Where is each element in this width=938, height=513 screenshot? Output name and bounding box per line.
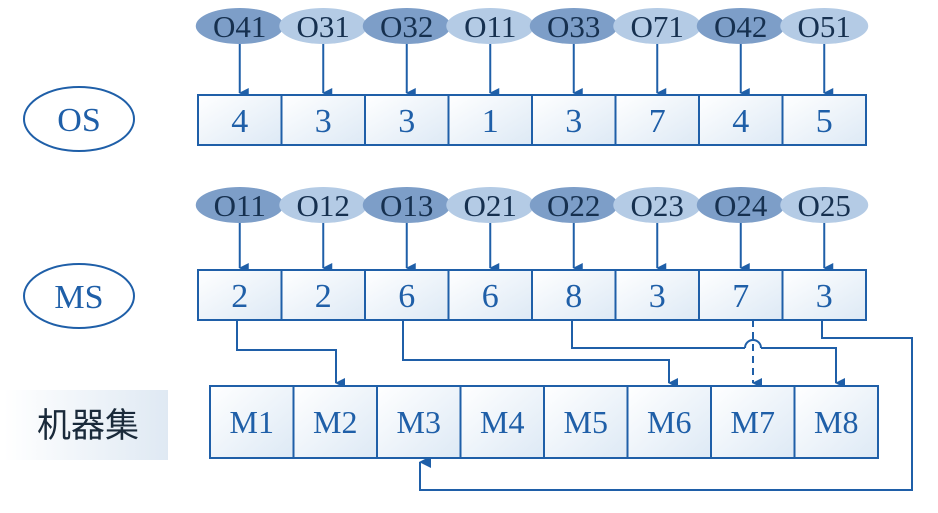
os-op-ellipse-5 [529, 8, 618, 44]
ms-cell-value: 7 [732, 278, 749, 315]
ms-op-label: O24 [714, 188, 768, 223]
os-op-ellipse-2 [279, 8, 368, 44]
ms-op-ellipse-4 [446, 187, 535, 223]
os-op-label: O32 [380, 9, 433, 44]
ms-op-ellipse-1 [195, 187, 284, 223]
os-cell-value: 7 [649, 103, 666, 140]
connector-to-m2 [236, 320, 345, 388]
os-op-ellipse-6 [613, 8, 702, 44]
ms-op-ellipse-7 [696, 187, 785, 223]
os-cell-5 [531, 94, 617, 146]
connector-to-m6 [402, 320, 678, 388]
ms-row-label-ellipse [23, 263, 135, 329]
ms-cell-7 [698, 269, 784, 321]
os-cells: 4 3 3 1 3 7 4 5 [197, 94, 867, 146]
os-op-label: O31 [297, 9, 350, 44]
os-cell-value: 4 [732, 103, 749, 140]
os-cell-value: 1 [482, 103, 499, 140]
ms-cell-value: 6 [398, 278, 415, 315]
os-op-ellipse-7 [696, 8, 785, 44]
ms-cell-4 [447, 269, 533, 321]
ms-op-label: O25 [798, 188, 851, 223]
ms-cell-value: 2 [231, 278, 248, 315]
os-row-label: OS [57, 102, 100, 139]
machine-cell-m5 [543, 385, 629, 459]
os-cell-8 [781, 94, 867, 146]
os-op-label: O41 [213, 9, 266, 44]
machine-label: M7 [731, 404, 775, 440]
ms-cell-8 [781, 269, 867, 321]
os-cell-value: 5 [816, 103, 833, 140]
connector-to-m3 [419, 320, 913, 491]
os-cell-1 [197, 94, 283, 146]
os-op-label: O51 [798, 9, 851, 44]
os-cell-value: 3 [565, 103, 582, 140]
ms-op-ellipse-8 [780, 187, 869, 223]
machine-cell-m2 [292, 385, 378, 459]
machine-cell-m8 [793, 385, 879, 459]
ms-cell-2 [280, 269, 366, 321]
ms-cell-value: 2 [315, 278, 332, 315]
ms-cells: 2 2 6 6 8 3 7 3 [197, 269, 867, 321]
os-cell-7 [698, 94, 784, 146]
ms-op-label: O13 [380, 188, 433, 223]
ms-op-ellipse-3 [362, 187, 451, 223]
machine-cell-m4 [459, 385, 545, 459]
ms-cell-1 [197, 269, 283, 321]
os-cell-2 [280, 94, 366, 146]
machine-cells: M1 M2 M3 M4 M5 M6 M7 M8 [209, 385, 879, 459]
ms-cell-5 [531, 269, 617, 321]
machine-label: M3 [397, 404, 441, 440]
ms-op-label: O22 [547, 188, 600, 223]
ms-cell-value: 6 [482, 278, 499, 315]
os-cell-value: 4 [231, 103, 248, 140]
os-operation-ellipses: O41 O31 O32 O11 O33 O71 O42 O51 [195, 8, 869, 44]
ms-cell-value: 3 [649, 278, 666, 315]
os-op-ellipse-3 [362, 8, 451, 44]
ms-op-label: O23 [631, 188, 684, 223]
os-op-ellipse-1 [195, 8, 284, 44]
machine-set-label-box [4, 390, 168, 460]
ms-cell-value: 3 [816, 278, 833, 315]
os-row-label-ellipse [23, 86, 135, 152]
os-op-ellipse-4 [446, 8, 535, 44]
os-cell-value: 3 [398, 103, 415, 140]
ms-op-ellipse-5 [529, 187, 618, 223]
os-op-label: O11 [464, 9, 516, 44]
machine-cell-m7 [710, 385, 796, 459]
ms-operation-ellipses: O11 O12 O13 O21 O22 O23 O24 O25 [195, 187, 869, 223]
connector-hop [744, 339, 762, 349]
ms-cell-value: 8 [565, 278, 582, 315]
machine-label: M2 [313, 404, 357, 440]
ms-op-label: O12 [297, 188, 350, 223]
os-op-label: O42 [714, 9, 767, 44]
machine-cell-m1 [209, 385, 295, 459]
machine-label: M8 [814, 404, 858, 440]
ms-row-label: MS [54, 279, 103, 316]
ms-op-ellipse-2 [279, 187, 368, 223]
machine-label: M4 [480, 404, 524, 440]
machine-label: M6 [647, 404, 691, 440]
ms-arrows [238, 223, 834, 273]
machine-set-label: 机器集 [37, 406, 139, 446]
machine-label: M5 [564, 404, 608, 440]
machine-cell-m3 [376, 385, 462, 459]
machine-label: M1 [230, 404, 274, 440]
os-op-label: O33 [547, 9, 600, 44]
connector-to-m8 [571, 320, 745, 349]
os-arrows [238, 44, 834, 98]
ms-to-machine-connectors [236, 320, 913, 491]
ms-op-label: O21 [464, 188, 517, 223]
os-op-ellipse-8 [780, 8, 869, 44]
ms-op-label: O11 [214, 188, 266, 223]
ms-op-ellipse-6 [613, 187, 702, 223]
os-cell-value: 3 [315, 103, 332, 140]
os-op-label: O71 [631, 9, 684, 44]
